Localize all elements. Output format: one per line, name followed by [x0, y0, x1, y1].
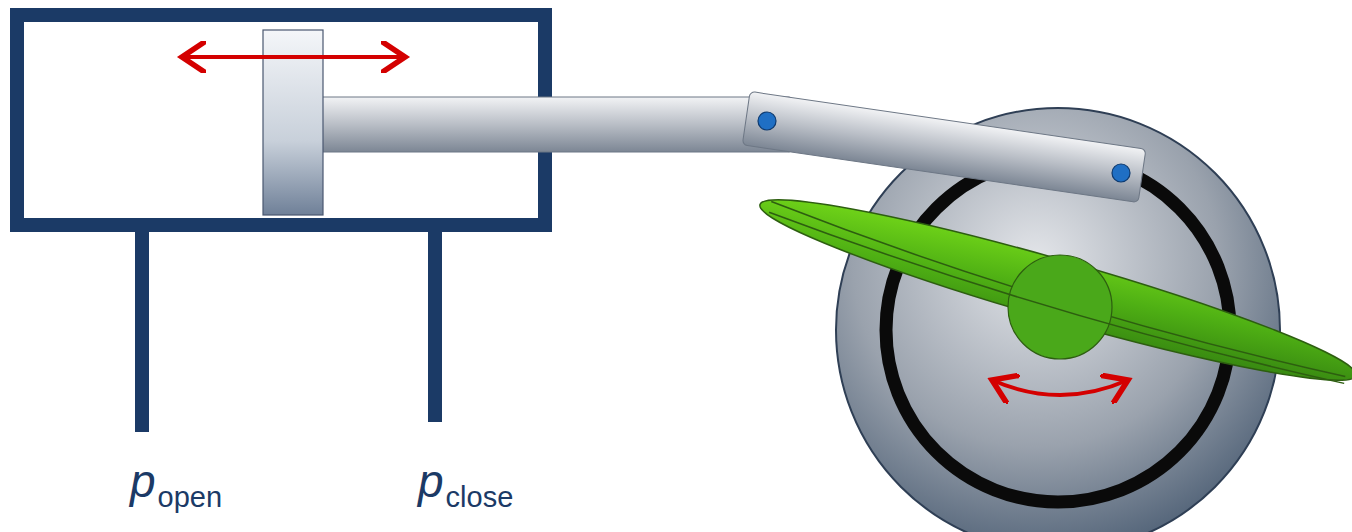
valve-shaft-hub: [1008, 255, 1112, 359]
linkage-arm: [742, 91, 1146, 202]
pivot-pin: [1112, 164, 1130, 182]
butterfly-blade: [752, 176, 1352, 405]
pressure-subscript: close: [446, 481, 514, 513]
rotation-arrow: [992, 380, 1128, 395]
pivot-pin: [758, 112, 776, 130]
open-port-line: [135, 225, 149, 432]
close-port-line: [428, 225, 442, 422]
pressure-symbol: p: [130, 455, 156, 507]
blade-edge: [765, 212, 1346, 391]
piston-motion-arrow: [182, 55, 405, 59]
pressure-subscript: open: [158, 481, 223, 513]
pressure-label: pclose: [418, 458, 513, 512]
pressure-label: popen: [130, 458, 222, 512]
piston-rod: [320, 97, 792, 152]
pressure-symbol: p: [418, 455, 444, 507]
